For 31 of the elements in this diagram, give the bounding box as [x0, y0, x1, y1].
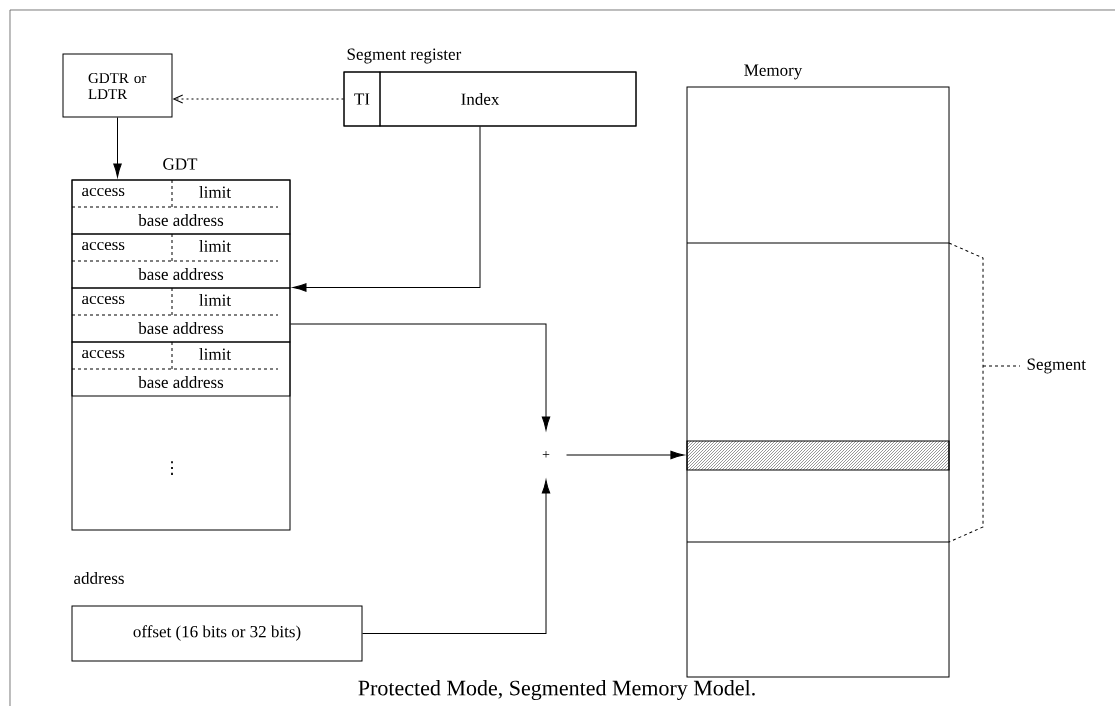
ellipsis: ⋮ — [171, 461, 173, 475]
field-label: base address — [138, 322, 224, 334]
arrow — [362, 479, 551, 634]
field-label: limit — [199, 186, 231, 198]
heading: Memory — [744, 64, 803, 80]
field-label: access — [82, 241, 125, 251]
heading: Segment register — [347, 48, 462, 64]
field-label: access — [82, 187, 125, 197]
field-label: Index — [461, 93, 500, 105]
box-label: offset (16 bits or 32 bits) — [133, 625, 301, 641]
caption: Protected Mode, Segmented Memory Model. — [358, 680, 755, 700]
field-label: limit — [199, 294, 231, 306]
arrow — [290, 323, 551, 431]
heading: address — [74, 572, 124, 584]
field-label: limit — [199, 240, 231, 252]
field-label: access — [82, 349, 125, 359]
segment-label: Segment — [1027, 358, 1086, 374]
arrow — [113, 117, 122, 178]
field-label: base address — [138, 214, 224, 226]
arrow — [566, 450, 685, 460]
field-label: TI — [354, 93, 370, 105]
field-label: access — [82, 295, 125, 305]
arrow — [292, 126, 481, 292]
arrow — [173, 94, 344, 104]
register-label: GDTR or LDTR — [88, 73, 147, 99]
heading: GDT — [163, 158, 198, 170]
plus-sign: + — [542, 451, 550, 458]
hatched-bar — [686, 440, 950, 471]
field-label: limit — [199, 348, 231, 360]
field-label: base address — [138, 268, 224, 280]
field-label: base address — [138, 376, 224, 388]
